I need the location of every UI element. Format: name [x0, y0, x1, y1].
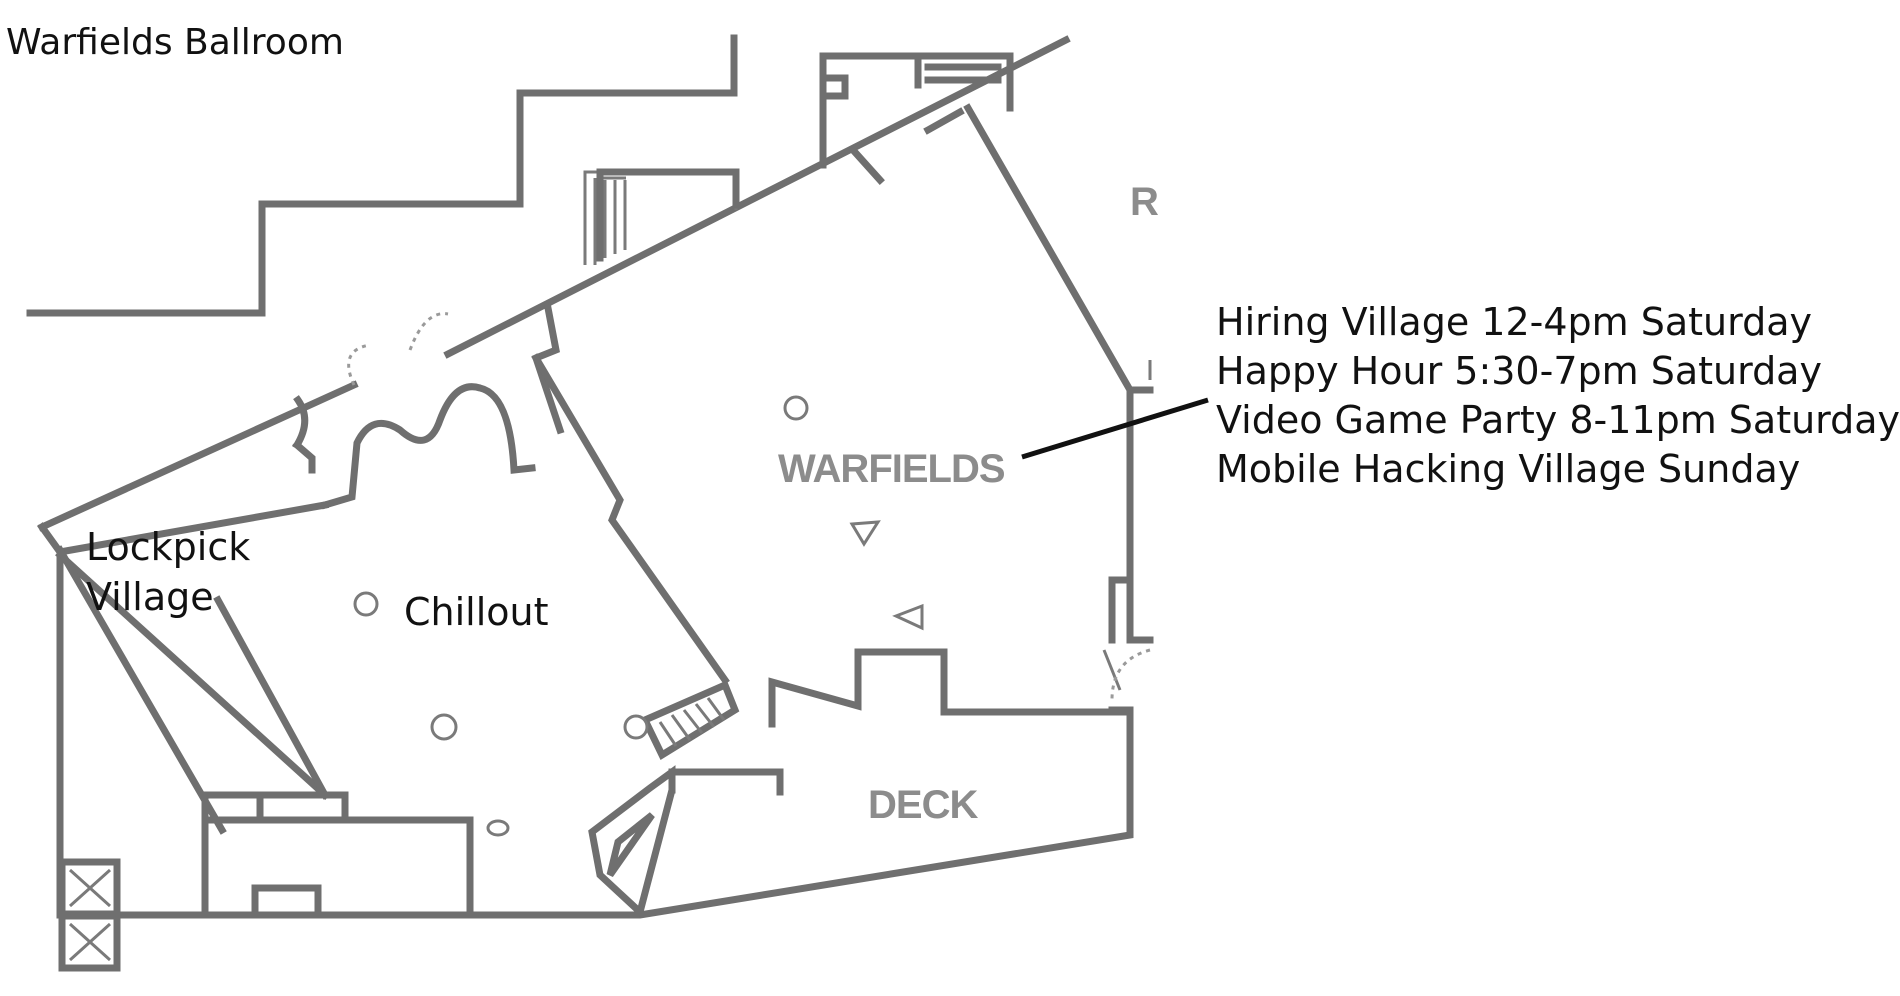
east-wall [1108, 386, 1154, 644]
warfields-room-label: WARFIELDS [778, 447, 1005, 491]
east-door-arc [1110, 648, 1151, 701]
schedule-item: Video Game Party 8-11pm Saturday [1216, 398, 1900, 442]
deck-room-label: DECK [868, 783, 978, 827]
interior-wall-west [531, 303, 565, 435]
r-room-label: R [1130, 180, 1159, 224]
columns [353, 395, 924, 837]
crate-boxes [58, 858, 121, 972]
lockpick-label-line1: Lockpick [86, 525, 251, 569]
deck-pocket [588, 765, 676, 917]
wavy-wall [320, 383, 536, 510]
interior-wall-main [531, 353, 730, 685]
stair-top-frame [596, 168, 740, 262]
north-door-arcs [347, 312, 449, 386]
r-room-door [1102, 360, 1152, 691]
page-title: Warfields Ballroom [6, 22, 344, 63]
stair-south [640, 680, 740, 761]
schedule-item: Hiring Village 12-4pm Saturday [1216, 300, 1812, 344]
outer-wall-upper [26, 34, 738, 317]
southwest-block [201, 791, 474, 919]
north-entry-walls [819, 52, 1014, 185]
lockpick-label-line2: Village [86, 575, 214, 619]
deck-boundary [668, 648, 1134, 796]
lockpick-room-walls [55, 545, 349, 835]
east-diagonal-wall [963, 103, 1135, 395]
schedule-item: Happy Hour 5:30-7pm Saturday [1216, 349, 1822, 393]
chillout-label: Chillout [404, 590, 549, 634]
lockpick-village-label: Lockpick Village [86, 522, 250, 622]
schedule-item: Mobile Hacking Village Sunday [1216, 447, 1801, 491]
schedule-leader-line [1021, 397, 1209, 460]
west-room-walls [37, 395, 330, 919]
warfields-schedule: Hiring Village 12-4pm Saturday Happy Hou… [1216, 298, 1900, 494]
